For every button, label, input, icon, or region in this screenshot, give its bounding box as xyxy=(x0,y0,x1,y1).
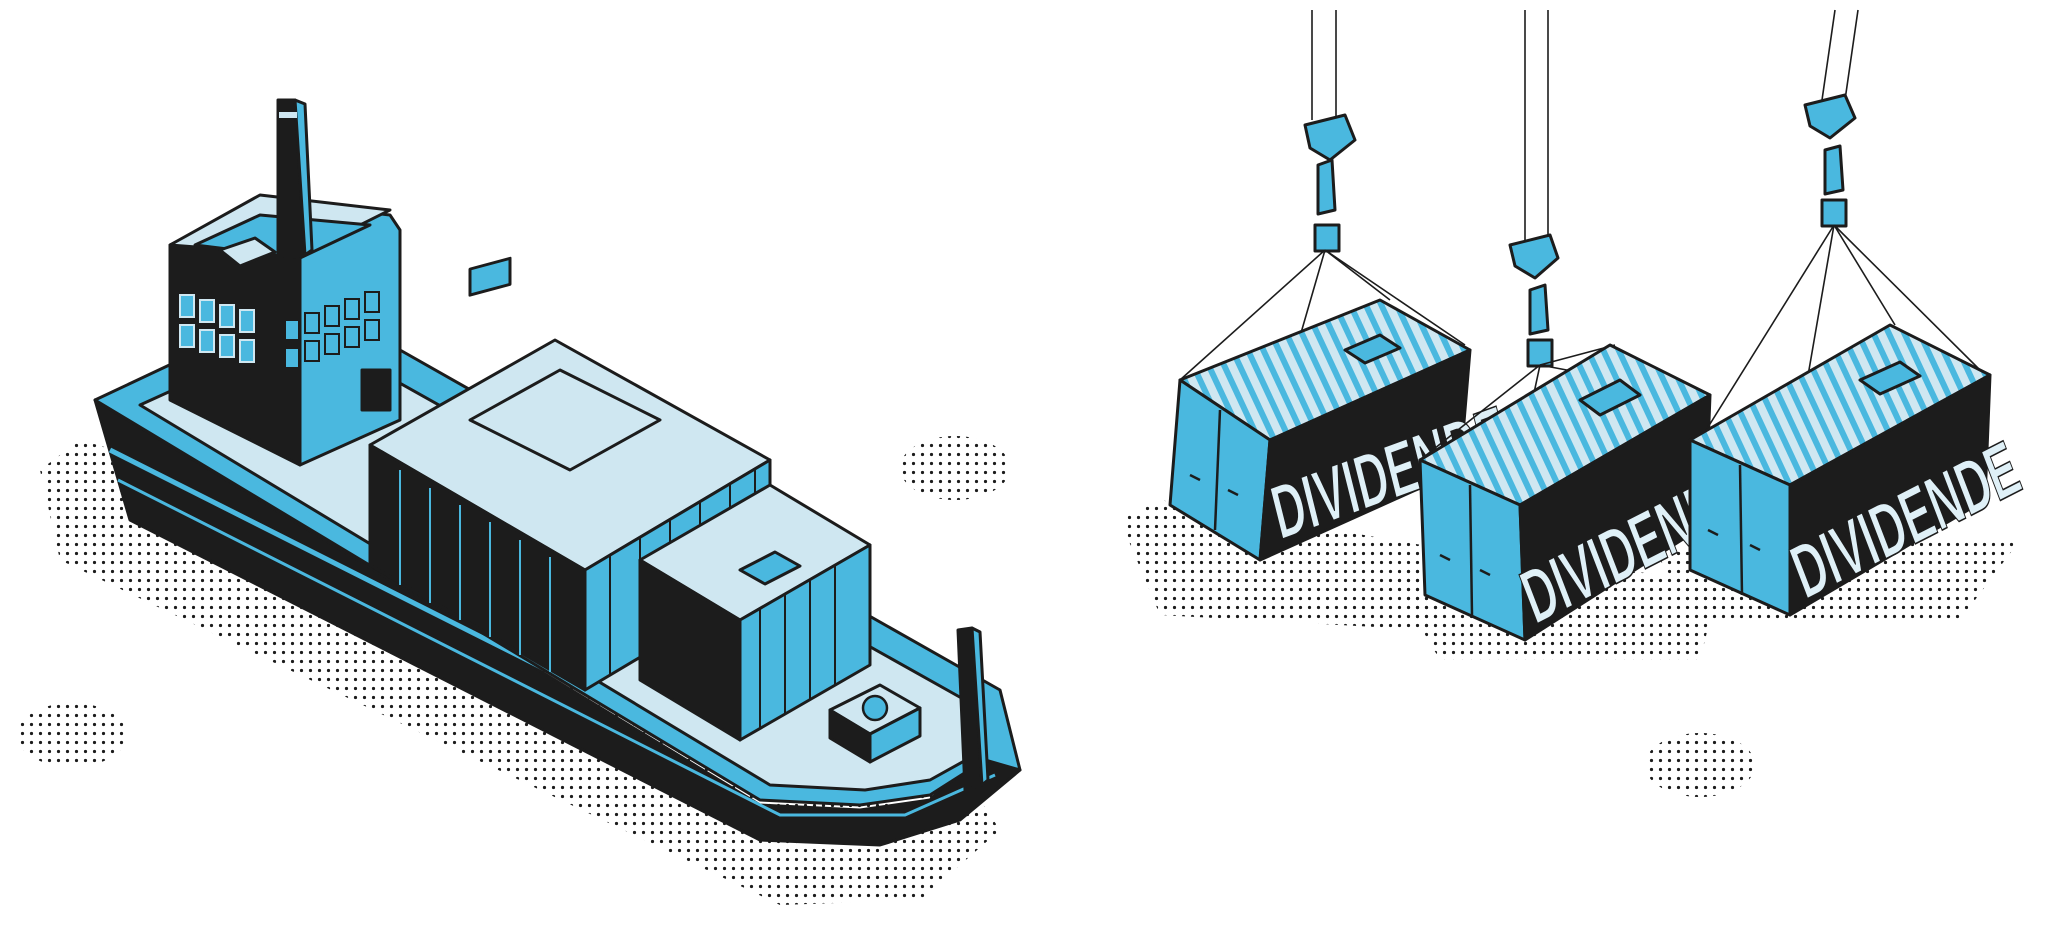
hanging-container-3: DIVIDENDE xyxy=(1660,9,2031,620)
ship-containers xyxy=(368,256,872,742)
dot-cluster-left xyxy=(17,703,127,767)
dot-cluster-bottom-right xyxy=(1645,733,1755,797)
cargo-ship xyxy=(93,98,1022,847)
dot-cluster-ship-right xyxy=(900,436,1010,500)
